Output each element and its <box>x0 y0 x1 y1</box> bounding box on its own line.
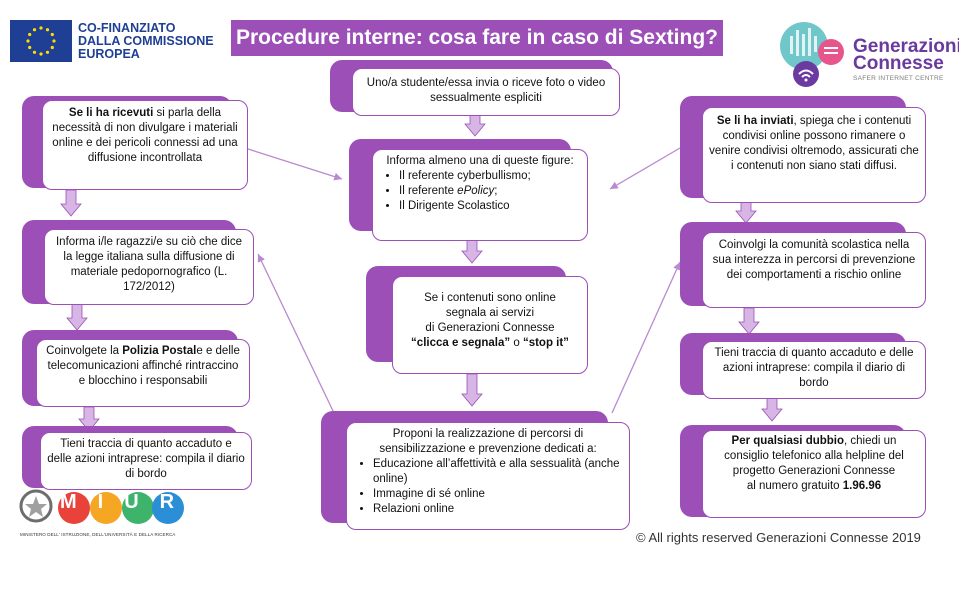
start-text: Uno/a studente/essa invia o riceve foto … <box>366 77 606 104</box>
report-line: “clicca e segnala” o “stop it” <box>411 337 569 349</box>
miur-caption: MINISTERO DELL' ISTRUZIONE, DELL'UNIVERS… <box>20 532 176 537</box>
law-box: Informa i/le ragazzi/e su ciò che dice l… <box>44 229 254 305</box>
left-track-box: Tieni traccia di quanto accaduto e delle… <box>40 432 252 490</box>
doubt-bold: Per qualsiasi dubbio <box>731 435 845 447</box>
inform-item: Il referente cyberbullismo; <box>399 169 581 184</box>
inform-intro: Informa almeno una di queste figure: <box>386 155 574 167</box>
law-text: Informa i/le ragazzi/e su ciò che dice l… <box>55 236 242 293</box>
propose-intro: Proponi la realizzazione di percorsi di … <box>379 428 597 455</box>
page-title: Procedure interne: cosa fare in caso di … <box>231 20 723 56</box>
received-bold: Se li ha ricevuti <box>68 107 154 119</box>
start-box: Uno/a studente/essa invia o riceve foto … <box>352 68 620 116</box>
right-track-text: Tieni traccia di quanto accaduto e delle… <box>714 347 914 389</box>
inform-item: Il Dirigente Scolastico <box>399 199 581 214</box>
copyright-notice: © All rights reserved Generazioni Connes… <box>636 530 921 545</box>
helpline-box: Per qualsiasi dubbio, chiedi un consigli… <box>702 430 926 518</box>
report-line: segnala ai servizi <box>445 307 535 319</box>
inform-item: Il referente ePolicy; <box>399 184 581 199</box>
gc-logo-subtitle: SAFER INTERNET CENTRE <box>853 75 944 82</box>
community-text: Coinvolgi la comunità scolastica nella s… <box>712 239 916 281</box>
propose-box: Proponi la realizzazione di percorsi di … <box>346 422 630 530</box>
report-box: Se i contenuti sono online segnala ai se… <box>392 276 588 374</box>
inform-box: Informa almeno una di queste figure: Il … <box>372 149 588 241</box>
report-line: Se i contenuti sono online <box>424 292 556 304</box>
doubt-text: , chiedi un consiglio telefonico alla he… <box>724 435 904 477</box>
miur-letters: MIUR <box>60 491 196 513</box>
community-box: Coinvolgi la comunità scolastica nella s… <box>702 232 926 308</box>
inform-list: Il referente cyberbullismo; Il referente… <box>379 169 581 214</box>
left-track-text: Tieni traccia di quanto accaduto e delle… <box>47 438 245 480</box>
sent-bold: Se li ha inviati <box>716 115 794 127</box>
down-arrow-report-to-propose <box>461 373 483 407</box>
police-box: Coinvolgete la Polizia Postale e delle t… <box>36 339 250 407</box>
down-arrow-left-2 <box>66 302 88 331</box>
down-arrow-right-2 <box>738 307 760 335</box>
generazioni-connesse-logo <box>774 14 850 90</box>
sent-text: , spiega che i contenuti condivisi onlin… <box>709 115 919 172</box>
received-box: Se li ha ricevuti si parla della necessi… <box>42 100 248 190</box>
eu-cofinanced-text: CO-FINANZIATO DALLA COMMISSIONE EUROPEA <box>78 21 214 61</box>
propose-item: Educazione all’affettività e alla sessua… <box>373 457 623 487</box>
stop-it-label: “stop it” <box>522 337 569 349</box>
right-track-box: Tieni traccia di quanto accaduto e delle… <box>702 341 926 399</box>
clicca-e-segnala-label: “clicca e segnala” <box>411 337 511 349</box>
down-arrow-left-1 <box>60 189 82 217</box>
sent-box: Se li ha inviati, spiega che i contenuti… <box>702 107 926 203</box>
down-arrow-left-3 <box>78 406 100 432</box>
miur-logo <box>56 490 186 526</box>
arrow-left-to-inform <box>247 148 343 181</box>
polizia-postale-label: Polizia Postal <box>122 345 197 357</box>
received-text: si parla della necessità di non divulgar… <box>52 107 238 164</box>
gc-logo-title-1: Generazioni <box>853 36 959 57</box>
propose-item: Relazioni online <box>373 502 623 517</box>
helpline-number: 1.96.96 <box>842 480 882 492</box>
eu-stars-icon <box>26 26 56 56</box>
italian-emblem-icon <box>18 488 54 528</box>
arrow-propose-to-law <box>257 253 335 414</box>
arrow-right-to-inform <box>609 147 681 190</box>
gc-logo-text: Generazioni Connesse <box>853 36 959 74</box>
propose-item: Immagine di sé online <box>373 487 623 502</box>
report-line: di Generazioni Connesse <box>425 322 555 334</box>
propose-list: Educazione all’affettività e alla sessua… <box>353 457 623 517</box>
eu-flag-logo <box>10 20 72 62</box>
arrow-propose-to-community <box>611 261 681 414</box>
gc-logo-title-2: Connesse <box>853 53 944 74</box>
